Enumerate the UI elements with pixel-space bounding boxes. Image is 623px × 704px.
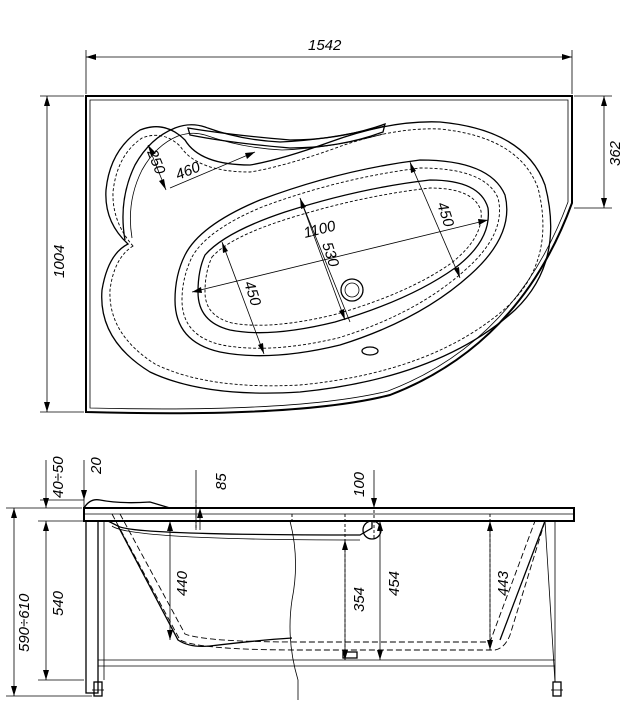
section-inner2 (111, 525, 361, 541)
dim-depth-far-right: 443 (495, 570, 512, 596)
dim-overall-width: 1542 (308, 37, 342, 54)
tub-shell-outline (101, 121, 552, 394)
side-headrest (83, 499, 171, 509)
tub-inner-rim-offset (89, 99, 569, 410)
dim-body-height: 540 (50, 590, 67, 616)
bowl-inner-dashed (204, 187, 482, 326)
side-rim (83, 507, 575, 522)
section-inner (107, 520, 373, 536)
headrest (187, 122, 386, 149)
dim-bowl-width-left: 450 (240, 279, 264, 309)
dim-seat-offset: 85 (213, 473, 230, 490)
section-break (289, 520, 299, 700)
dim-overall-height: 590÷610 (16, 593, 33, 652)
leg-right (552, 681, 562, 697)
bowl-outer (174, 159, 508, 357)
dim-bowl-width-center: 530 (318, 240, 342, 270)
tub-outer-rim (85, 95, 573, 415)
dim-depth-left: 440 (174, 570, 191, 596)
dim-overall-depth: 1004 (51, 245, 68, 278)
bowl-section (117, 525, 293, 648)
dim-rim-adjust: 40÷50 (50, 456, 67, 498)
dim-bowl-length: 1100 (302, 217, 338, 241)
dim-depth-center: 354 (351, 587, 368, 612)
seat-inner (130, 132, 384, 239)
left-frame (85, 520, 99, 694)
leg-left (93, 681, 103, 697)
dim-rim-thickness: 20 (88, 457, 105, 475)
dim-overflow-offset: 100 (351, 471, 368, 497)
side-view: 590÷610 540 40÷50 20 85 100 440 (6, 456, 575, 700)
dim-depth-right: 454 (386, 571, 403, 596)
right-skirt (499, 520, 546, 641)
side-shell-dashed-inner (119, 513, 536, 643)
tub-shell-dashed (109, 128, 544, 387)
side-drain (342, 651, 358, 659)
drain-outer (340, 278, 364, 302)
dim-right-depth: 362 (607, 140, 623, 166)
bowl-inner (197, 179, 490, 334)
dim-seat-depth: 250 (143, 146, 169, 177)
dim-seat-length: 460 (173, 158, 203, 183)
drain-inner (344, 282, 360, 298)
top-view: 1542 1004 362 250 460 1100 530 (40, 37, 623, 415)
overflow-top (361, 346, 379, 356)
bowl-outer-dashed (181, 167, 500, 349)
